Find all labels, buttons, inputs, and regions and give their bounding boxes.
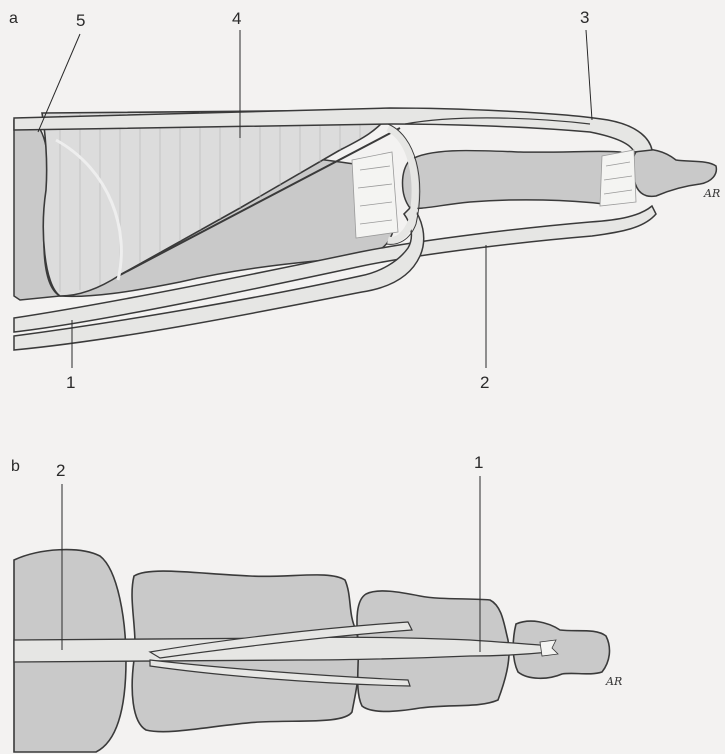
- label-4: 4: [232, 10, 241, 27]
- label-2-b: 2: [56, 462, 65, 479]
- panel-b-illustration: [14, 476, 609, 752]
- label-2-a: 2: [480, 374, 489, 391]
- ligament-dip: [600, 150, 636, 206]
- artist-signature-b: AR: [606, 676, 622, 687]
- label-3: 3: [580, 9, 589, 26]
- label-1-b: 1: [474, 454, 483, 471]
- label-5: 5: [76, 12, 85, 29]
- panel-a-letter: a: [9, 11, 18, 27]
- label-1-a: 1: [66, 374, 75, 391]
- artist-signature-a: AR: [704, 188, 720, 199]
- panel-b-letter: b: [11, 459, 20, 475]
- middle-phalanx-a: [403, 150, 633, 208]
- ligament-pip: [352, 152, 398, 238]
- panel-a-illustration: [14, 30, 716, 368]
